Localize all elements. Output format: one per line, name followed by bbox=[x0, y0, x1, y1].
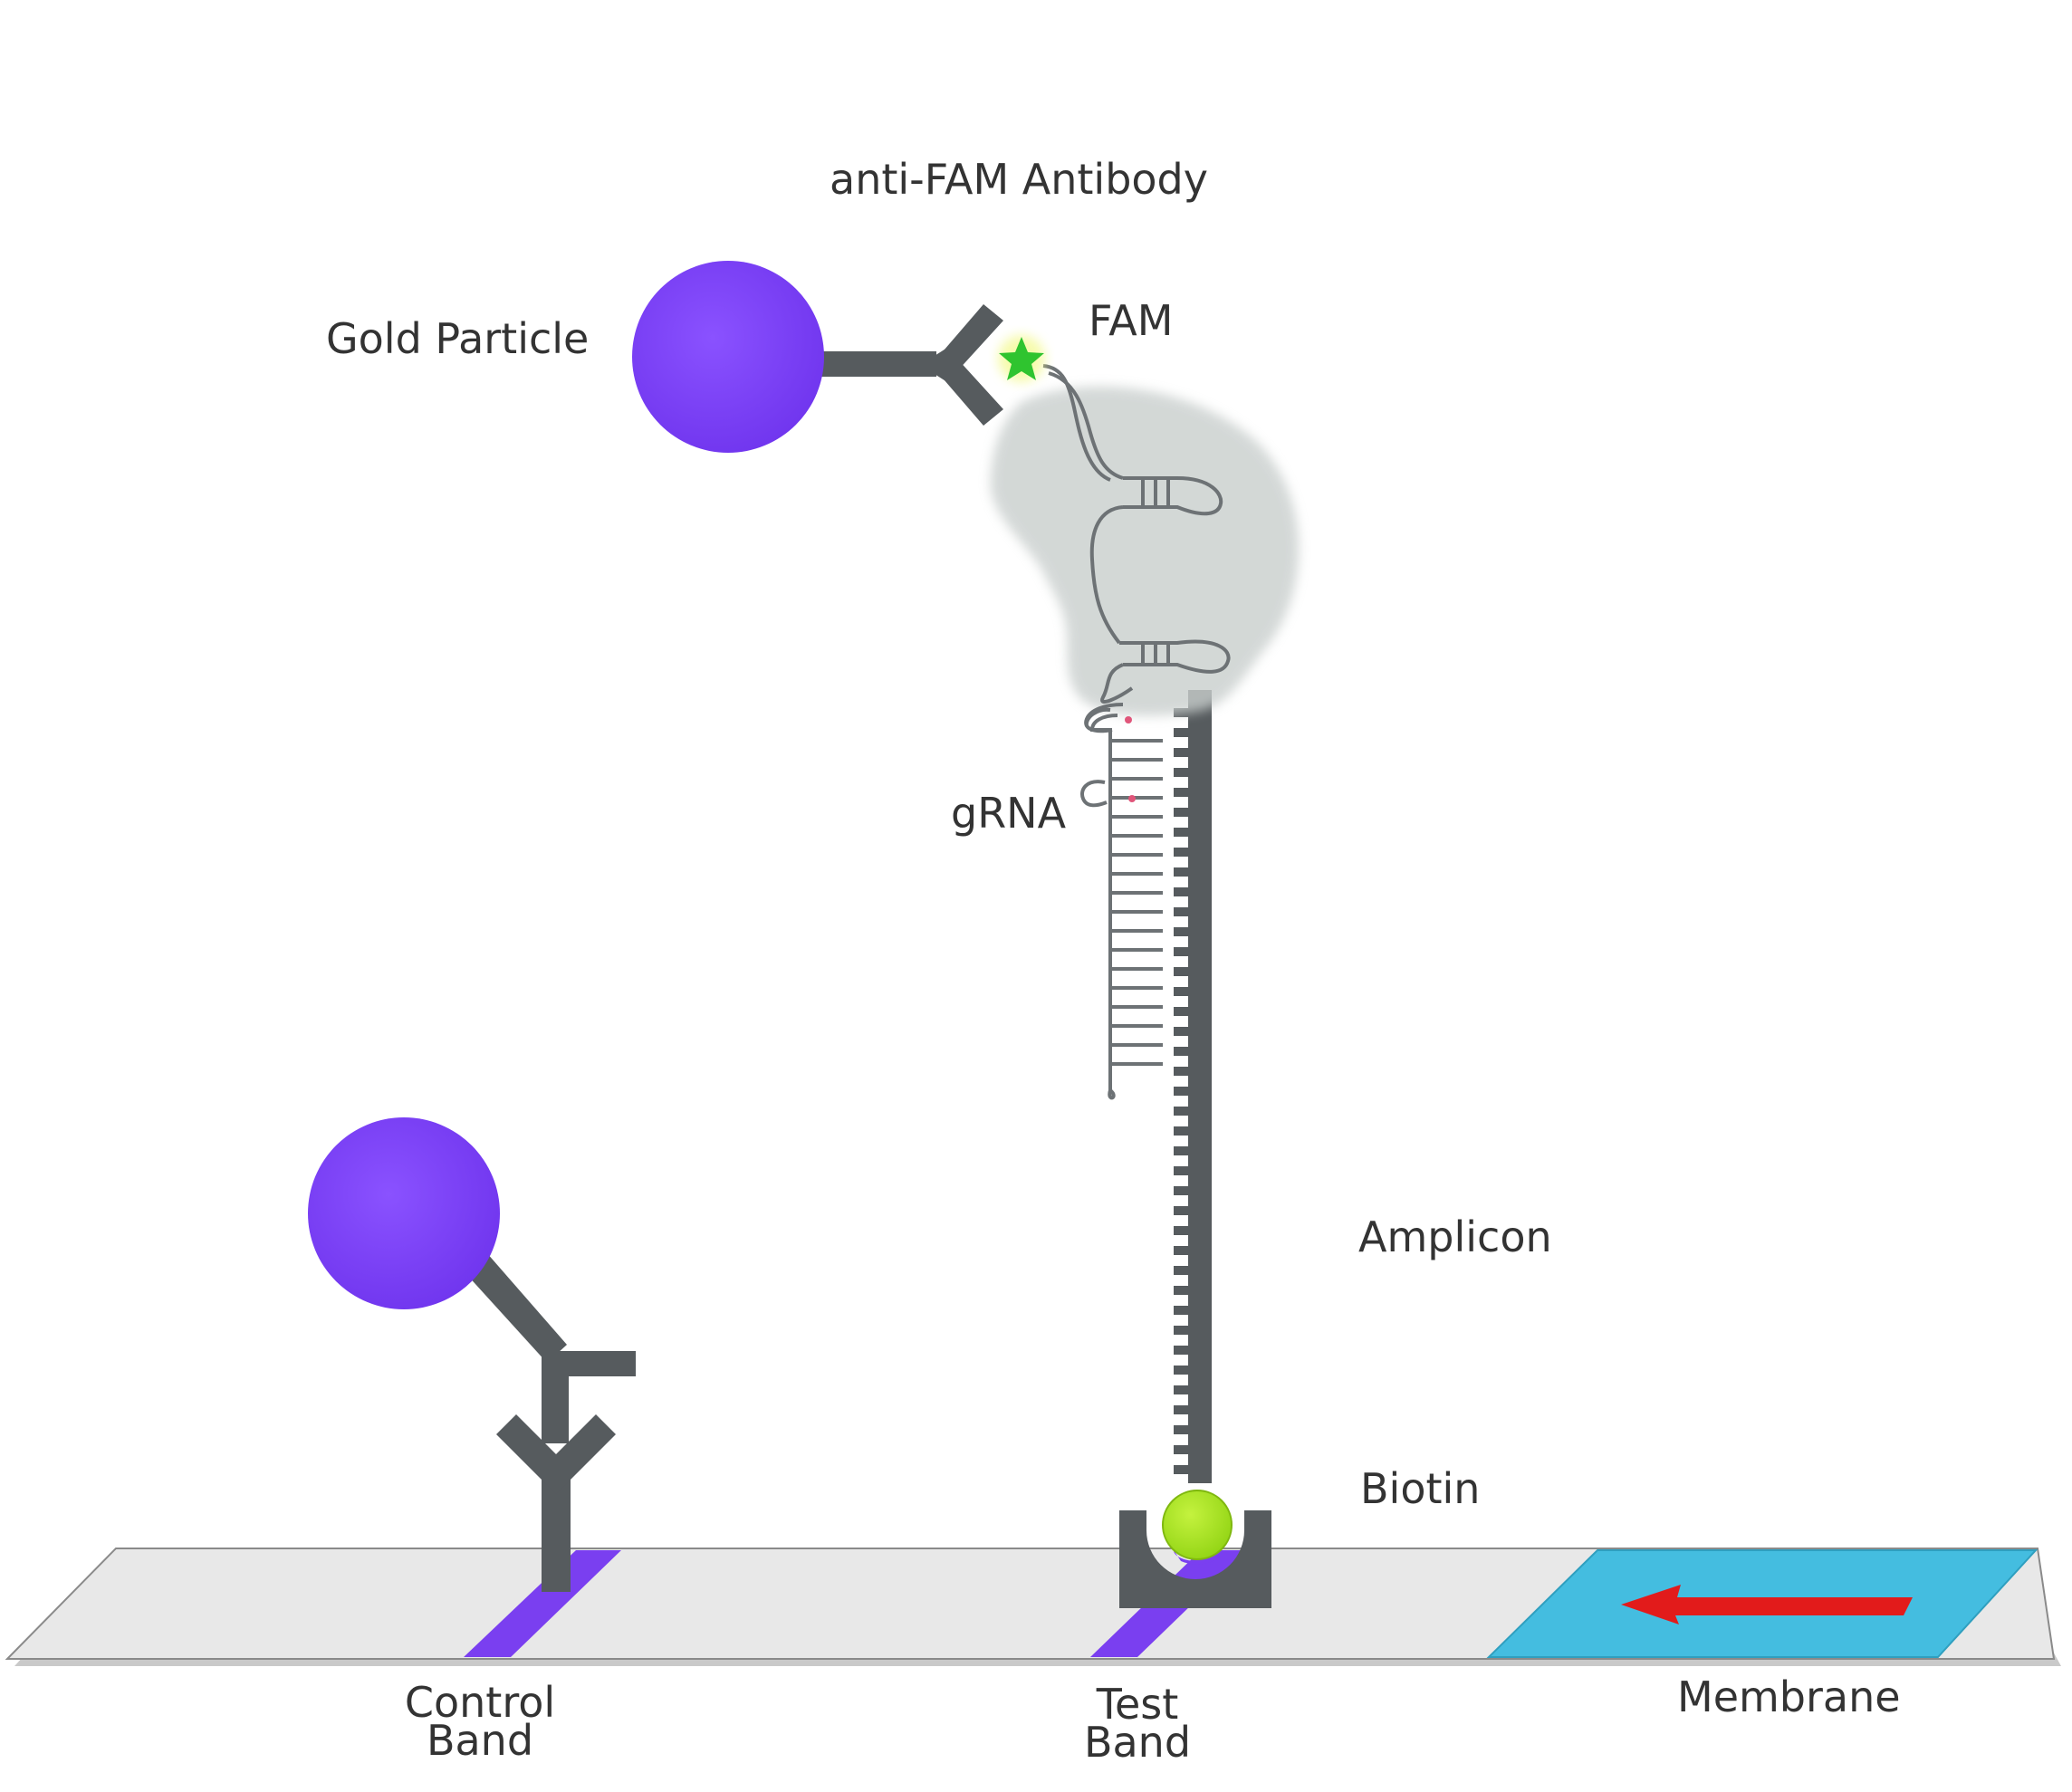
amplicon-tooth bbox=[1174, 1146, 1190, 1155]
gold-particle bbox=[308, 1117, 500, 1309]
cas-protein bbox=[990, 386, 1300, 716]
amplicon-tooth bbox=[1174, 788, 1190, 797]
amplicon-tooth bbox=[1174, 1286, 1190, 1295]
amplicon-tooth bbox=[1174, 1166, 1190, 1175]
amplicon-tooth bbox=[1174, 1047, 1190, 1056]
mismatch-dots bbox=[1125, 716, 1136, 802]
amplicon-tooth bbox=[1174, 1087, 1190, 1096]
top-gold-conjugate bbox=[632, 261, 1003, 453]
control-band-label: Control bbox=[405, 1678, 555, 1727]
test-strip bbox=[5, 1548, 2061, 1666]
amplicon-tooth bbox=[1174, 1445, 1190, 1454]
arrow-left-icon bbox=[1621, 1585, 1913, 1624]
amplicon-tooth bbox=[1174, 947, 1190, 956]
amplicon-tooth bbox=[1174, 1027, 1190, 1036]
amplicon-tooth bbox=[1174, 867, 1190, 877]
amplicon-tooth bbox=[1174, 1326, 1190, 1335]
amplicon-tooth bbox=[1174, 1405, 1190, 1414]
amplicon-tooth bbox=[1174, 927, 1190, 936]
biotin-label: Biotin bbox=[1360, 1464, 1480, 1513]
amplicon-tooth bbox=[1174, 1346, 1190, 1355]
amplicon-tooth bbox=[1174, 967, 1190, 976]
membrane-label: Membrane bbox=[1677, 1672, 1901, 1721]
test-band-label-line2: Band bbox=[1084, 1718, 1191, 1767]
control-gold-conjugate bbox=[308, 1117, 636, 1443]
amplicon-tooth bbox=[1174, 828, 1190, 837]
amplicon-label: Amplicon bbox=[1358, 1212, 1552, 1261]
amplicon-tooth bbox=[1174, 1007, 1190, 1016]
amplicon-tooth bbox=[1174, 1107, 1190, 1116]
amplicon-tooth bbox=[1174, 1385, 1190, 1394]
control-antibody bbox=[496, 1414, 616, 1592]
control-band bbox=[464, 1550, 621, 1657]
amplicon-tooth bbox=[1174, 1425, 1190, 1434]
grna-base-pairs bbox=[1112, 739, 1163, 1066]
amplicon-tooth bbox=[1174, 987, 1190, 996]
star-icon bbox=[998, 335, 1045, 382]
gold-particle-label: Gold Particle bbox=[326, 314, 589, 363]
test-band-label: Test bbox=[1096, 1680, 1179, 1729]
amplicon-tooth bbox=[1174, 848, 1190, 857]
amplicon-tooth bbox=[1174, 1465, 1190, 1474]
amplicon-tooth bbox=[1174, 1266, 1190, 1275]
amplicon-tooth bbox=[1174, 748, 1190, 757]
streptavidin-capture bbox=[1119, 1490, 1271, 1608]
amplicon-tooth bbox=[1174, 728, 1190, 737]
biotin-ball bbox=[1162, 1490, 1233, 1560]
control-band-label-line2: Band bbox=[427, 1716, 533, 1765]
grna-label: gRNA bbox=[951, 789, 1067, 838]
amplicon-tooth bbox=[1174, 1246, 1190, 1255]
amplicon-tooth bbox=[1174, 887, 1190, 896]
amplicon-tooth bbox=[1174, 808, 1190, 817]
grna-hairpin-rungs bbox=[1141, 478, 1170, 665]
fam-label: FAM bbox=[1089, 296, 1173, 345]
gold-particle bbox=[632, 261, 824, 453]
amplicon-tooth bbox=[1174, 1206, 1190, 1215]
amplicon-tooth bbox=[1174, 1306, 1190, 1315]
amplicon-tooth bbox=[1174, 1126, 1190, 1136]
anti-fam-antibody-label: anti-FAM Antibody bbox=[830, 155, 1208, 204]
amplicon-tooth bbox=[1174, 1186, 1190, 1195]
amplicon-strand bbox=[1174, 690, 1212, 1483]
amplicon-tooth bbox=[1174, 1067, 1190, 1076]
amplicon-tooth bbox=[1174, 1366, 1190, 1375]
fam-tether bbox=[1042, 364, 1111, 482]
amplicon-tooth bbox=[1174, 907, 1190, 916]
amplicon-tooth bbox=[1174, 768, 1190, 777]
amplicon-tooth bbox=[1174, 1226, 1190, 1235]
